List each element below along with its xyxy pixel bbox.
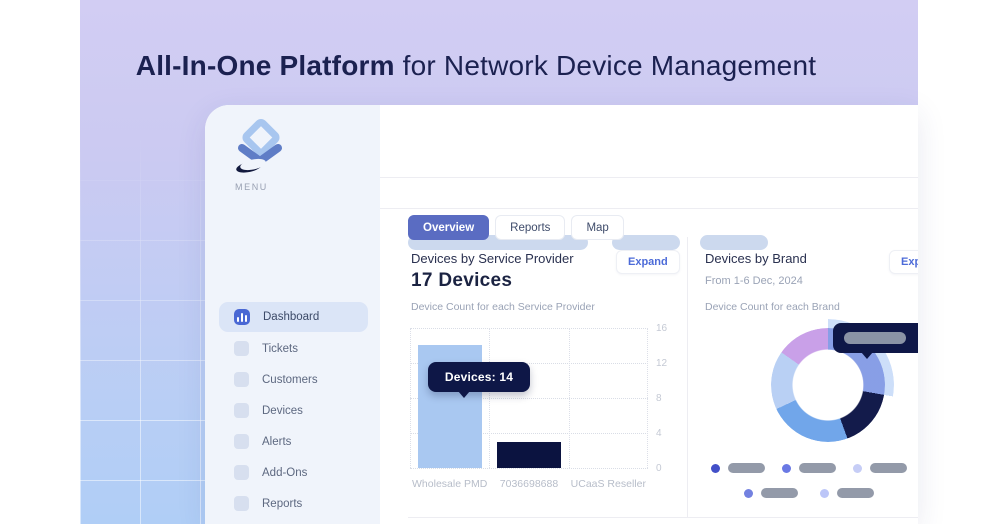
alerts-icon (234, 434, 249, 449)
x-axis-label: 7036698688 (499, 478, 559, 490)
gridline (489, 328, 490, 468)
subheader-divider (380, 208, 918, 209)
y-axis-tick: 0 (656, 463, 662, 474)
expand-brand-button[interactable]: Expand (889, 250, 918, 274)
x-axis-label: UCaaS Reseller (570, 478, 646, 490)
menu-section-label: MENU (235, 182, 268, 192)
tab-reports[interactable]: Reports (495, 215, 566, 240)
sidebar-menu: Dashboard Tickets Customers Devices Aler… (205, 302, 380, 524)
tab-overview[interactable]: Overview (408, 215, 490, 240)
y-axis-tick: 12 (656, 358, 668, 369)
bar-chart: 16 12 8 4 0 Devices: 14 (410, 323, 667, 474)
sidebar-item-label: Reports (262, 497, 303, 510)
x-axis-label: Wholesale PMD (412, 478, 488, 490)
sidebar-item-billing[interactable]: Billing (205, 519, 380, 524)
service-provider-card-subtitle: Device Count for each Service Provider (411, 301, 595, 313)
placeholder-pill (612, 235, 680, 250)
legend-placeholder-label (870, 463, 907, 473)
legend-placeholder-label (761, 488, 798, 498)
reports-icon (234, 496, 249, 511)
card-divider (687, 237, 688, 517)
brand-date-range: From 1-6 Dec, 2024 (705, 275, 803, 287)
legend-item[interactable] (782, 463, 836, 473)
brand-card-subtitle: Device Count for each Brand (705, 301, 840, 313)
tooltip-pointer (861, 352, 873, 365)
legend-item[interactable] (853, 463, 907, 473)
y-axis-tick: 8 (656, 393, 662, 404)
gridline (410, 433, 648, 434)
sidebar-item-label: Devices (262, 404, 303, 417)
app-logo-icon (236, 118, 282, 173)
sidebar-item-alerts[interactable]: Alerts (205, 426, 380, 457)
dashboard-panel: MENU Dashboard Tickets Customers Devices… (205, 105, 918, 524)
bar-7036698688[interactable] (497, 442, 561, 468)
legend-dot (853, 463, 862, 473)
customers-icon (234, 372, 249, 387)
gridline (569, 328, 570, 468)
legend-dot (782, 463, 791, 473)
dashboard-icon (234, 309, 250, 325)
legend-dot (820, 488, 829, 498)
sidebar-item-label: Tickets (262, 342, 298, 355)
donut-legend-row-1 (700, 463, 918, 473)
legend-placeholder-label (728, 463, 765, 473)
y-axis-tick: 16 (656, 323, 668, 334)
gridline (647, 328, 648, 468)
sidebar-item-label: Customers (262, 373, 318, 386)
devices-icon (234, 403, 249, 418)
legend-placeholder-label (799, 463, 836, 473)
tickets-icon (234, 341, 249, 356)
gridline (410, 468, 648, 469)
donut-tooltip (833, 323, 918, 359)
header-divider (380, 177, 918, 178)
gridline (410, 363, 648, 364)
sidebar: MENU Dashboard Tickets Customers Devices… (205, 105, 380, 524)
y-axis-tick: 4 (656, 428, 662, 439)
gridline (410, 328, 648, 329)
sidebar-item-devices[interactable]: Devices (205, 395, 380, 426)
tooltip-placeholder-text (844, 332, 906, 344)
headline-bold: All-In-One Platform (135, 50, 395, 81)
view-tabs: Overview Reports Map (408, 215, 624, 240)
tab-map[interactable]: Map (571, 215, 624, 240)
brand-card-title: Devices by Brand (705, 251, 807, 266)
sidebar-item-addons[interactable]: Add-Ons (205, 457, 380, 488)
legend-dot (744, 488, 753, 498)
sidebar-item-reports[interactable]: Reports (205, 488, 380, 519)
x-axis-labels: Wholesale PMD 7036698688 UCaaS Reseller (410, 478, 648, 490)
legend-item[interactable] (744, 488, 798, 498)
expand-service-provider-button[interactable]: Expand (616, 250, 680, 274)
sidebar-item-label: Dashboard (263, 311, 320, 323)
legend-placeholder-label (837, 488, 874, 498)
headline-rest: for Network Device Management (394, 50, 817, 81)
gridline (410, 328, 411, 468)
tooltip-label: Devices: 14 (444, 370, 514, 384)
tooltip-pointer (458, 391, 470, 404)
legend-dot (711, 463, 720, 473)
row-divider (408, 517, 918, 518)
sidebar-item-label: Add-Ons (262, 466, 308, 479)
sidebar-item-label: Alerts (262, 435, 292, 448)
bar-chart-tooltip: Devices: 14 (428, 362, 530, 398)
addons-icon (234, 465, 249, 480)
placeholder-pill (700, 235, 768, 250)
legend-item[interactable] (711, 463, 765, 473)
donut-legend-row-2 (700, 488, 918, 498)
banner-headline: All-In-One Platform for Network Device M… (80, 50, 918, 82)
service-provider-card-title: Devices by Service Provider (411, 251, 574, 266)
sidebar-item-dashboard[interactable]: Dashboard (219, 302, 368, 332)
gridline (410, 398, 648, 399)
sidebar-item-customers[interactable]: Customers (205, 364, 380, 395)
legend-item[interactable] (820, 488, 874, 498)
sidebar-item-tickets[interactable]: Tickets (205, 333, 380, 364)
device-count-heading: 17 Devices (411, 270, 513, 291)
